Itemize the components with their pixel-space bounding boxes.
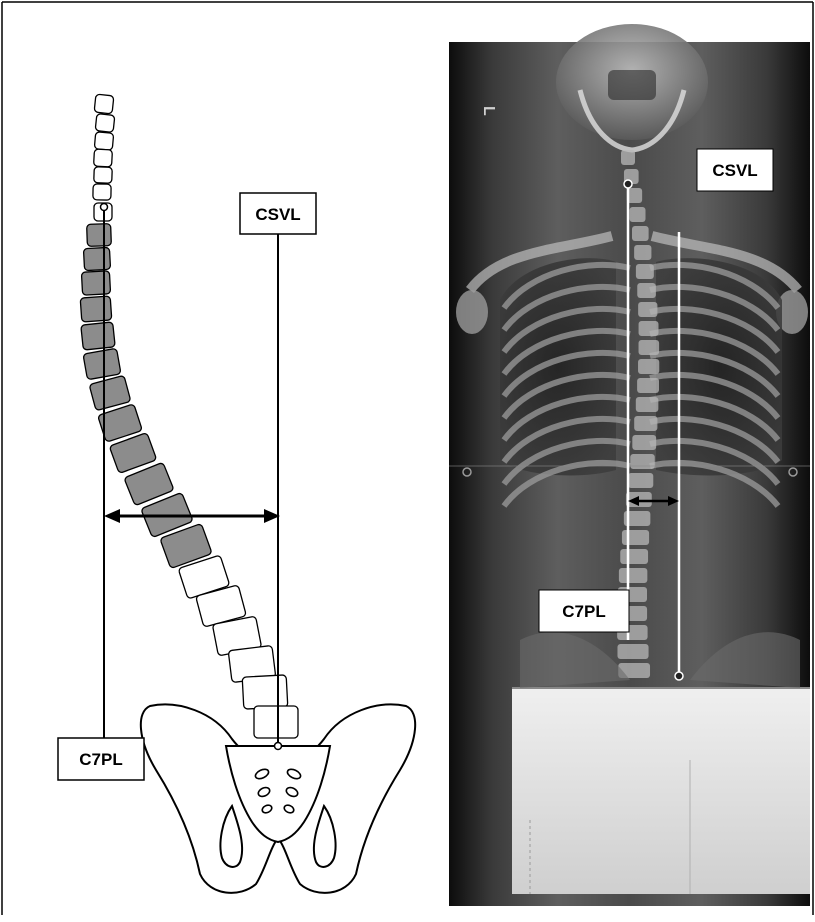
radiograph-vertebra bbox=[620, 549, 648, 564]
radiograph-vertebra bbox=[622, 530, 649, 545]
vertebra bbox=[94, 94, 114, 114]
c7-marker bbox=[101, 204, 108, 211]
radiograph-vertebra bbox=[636, 264, 654, 279]
vertebra-column bbox=[80, 94, 298, 738]
vertebra bbox=[81, 271, 110, 295]
vertebra bbox=[81, 322, 115, 350]
vertebra bbox=[242, 675, 288, 709]
radiograph-vertebra bbox=[636, 397, 659, 412]
pelvic-shield bbox=[512, 688, 810, 894]
radiograph-vertebra bbox=[638, 302, 657, 317]
vertebra bbox=[89, 375, 131, 410]
xray-c7pl-label-box: C7PL bbox=[539, 590, 629, 632]
c7pl-label: C7PL bbox=[79, 750, 122, 769]
vertebra bbox=[83, 247, 110, 270]
radiograph-vertebra bbox=[639, 321, 659, 336]
s1-midpoint-marker bbox=[275, 743, 282, 750]
xray-c7-marker bbox=[624, 180, 632, 188]
xray-s1-marker bbox=[675, 672, 683, 680]
vertebra bbox=[94, 132, 113, 151]
vertebra bbox=[80, 296, 112, 322]
radiograph-vertebra bbox=[617, 644, 648, 659]
oral-cavity bbox=[608, 70, 656, 100]
radiograph-vertebra bbox=[630, 454, 655, 469]
xray-c7pl-label: C7PL bbox=[562, 602, 605, 621]
vertebra bbox=[94, 149, 113, 167]
radiograph-vertebra bbox=[619, 568, 647, 583]
vertebra bbox=[87, 224, 112, 247]
radiograph-vertebra bbox=[637, 378, 659, 393]
vertebra bbox=[95, 114, 115, 133]
radiograph-vertebra bbox=[630, 207, 646, 222]
vertebra bbox=[94, 167, 113, 184]
radiograph-vertebra bbox=[632, 435, 656, 450]
radiograph-vertebra bbox=[637, 283, 656, 298]
side-marker-glyph: L bbox=[480, 106, 497, 116]
radiograph-vertebra bbox=[634, 245, 651, 260]
radiograph-vertebra bbox=[621, 150, 635, 165]
arrow-head-left bbox=[104, 509, 120, 523]
csvl-label-box: CSVL bbox=[240, 193, 316, 234]
c7pl-label-box: C7PL bbox=[58, 738, 144, 780]
vertebra bbox=[83, 348, 121, 380]
vertebra bbox=[93, 184, 111, 200]
spine-radiograph: L CSVL C7PL bbox=[449, 24, 810, 906]
xray-csvl-label-box: CSVL bbox=[697, 149, 773, 191]
left-humeral-head bbox=[456, 290, 488, 334]
radiograph-vertebra bbox=[634, 416, 657, 431]
radiograph-vertebra bbox=[632, 226, 649, 241]
csvl-label: CSVL bbox=[255, 205, 300, 224]
radiograph-vertebra bbox=[628, 473, 653, 488]
xray-csvl-label: CSVL bbox=[712, 161, 757, 180]
radiograph-vertebra bbox=[639, 340, 660, 355]
vertebra bbox=[254, 706, 298, 738]
radiograph-vertebra bbox=[638, 359, 659, 374]
spine-schematic: CSVL C7PL bbox=[58, 94, 415, 893]
